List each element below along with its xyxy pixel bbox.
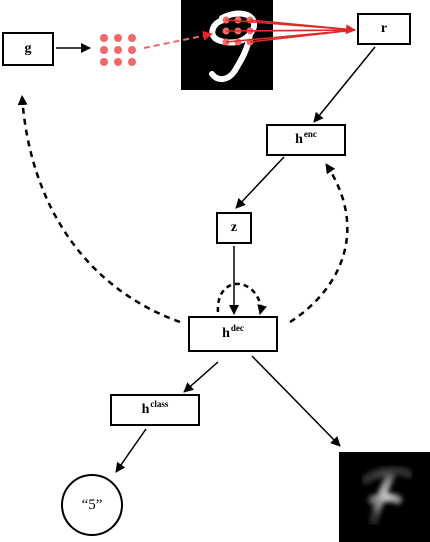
node-r: r (357, 13, 411, 45)
node-h-enc-sup: enc (303, 129, 317, 139)
node-r-label: r (380, 21, 388, 36)
node-h-class-sup: class (150, 399, 169, 409)
read-arrows (225, 19, 356, 43)
node-h-dec-sup: dec (230, 323, 244, 333)
node-z: z (216, 212, 252, 244)
node-g-label: g (24, 41, 32, 56)
node-h-dec-base: h (222, 326, 230, 341)
edge-hdec-self-loop (216, 282, 268, 315)
node-class-output-label: “5” (81, 496, 103, 513)
glimpse-grid-icon (100, 34, 136, 66)
node-h-class-base: h (141, 402, 150, 417)
node-class-output: “5” (61, 474, 123, 536)
node-h-enc-base: h (295, 132, 303, 147)
generated-digit-image (339, 452, 430, 542)
edge-hdec-to-hclass (183, 361, 219, 393)
edge-hdec-to-henc (289, 163, 349, 324)
edge-hdec-to-g (17, 95, 181, 324)
node-g: g (2, 32, 54, 66)
edge-glimpse-to-image (143, 30, 213, 49)
node-z-label: z (230, 220, 238, 235)
edge-henc-to-z (235, 156, 285, 209)
edge-hclass-to-label (115, 428, 147, 473)
edge-hdec-to-output-image (251, 355, 341, 447)
edge-r-to-henc (313, 46, 376, 123)
